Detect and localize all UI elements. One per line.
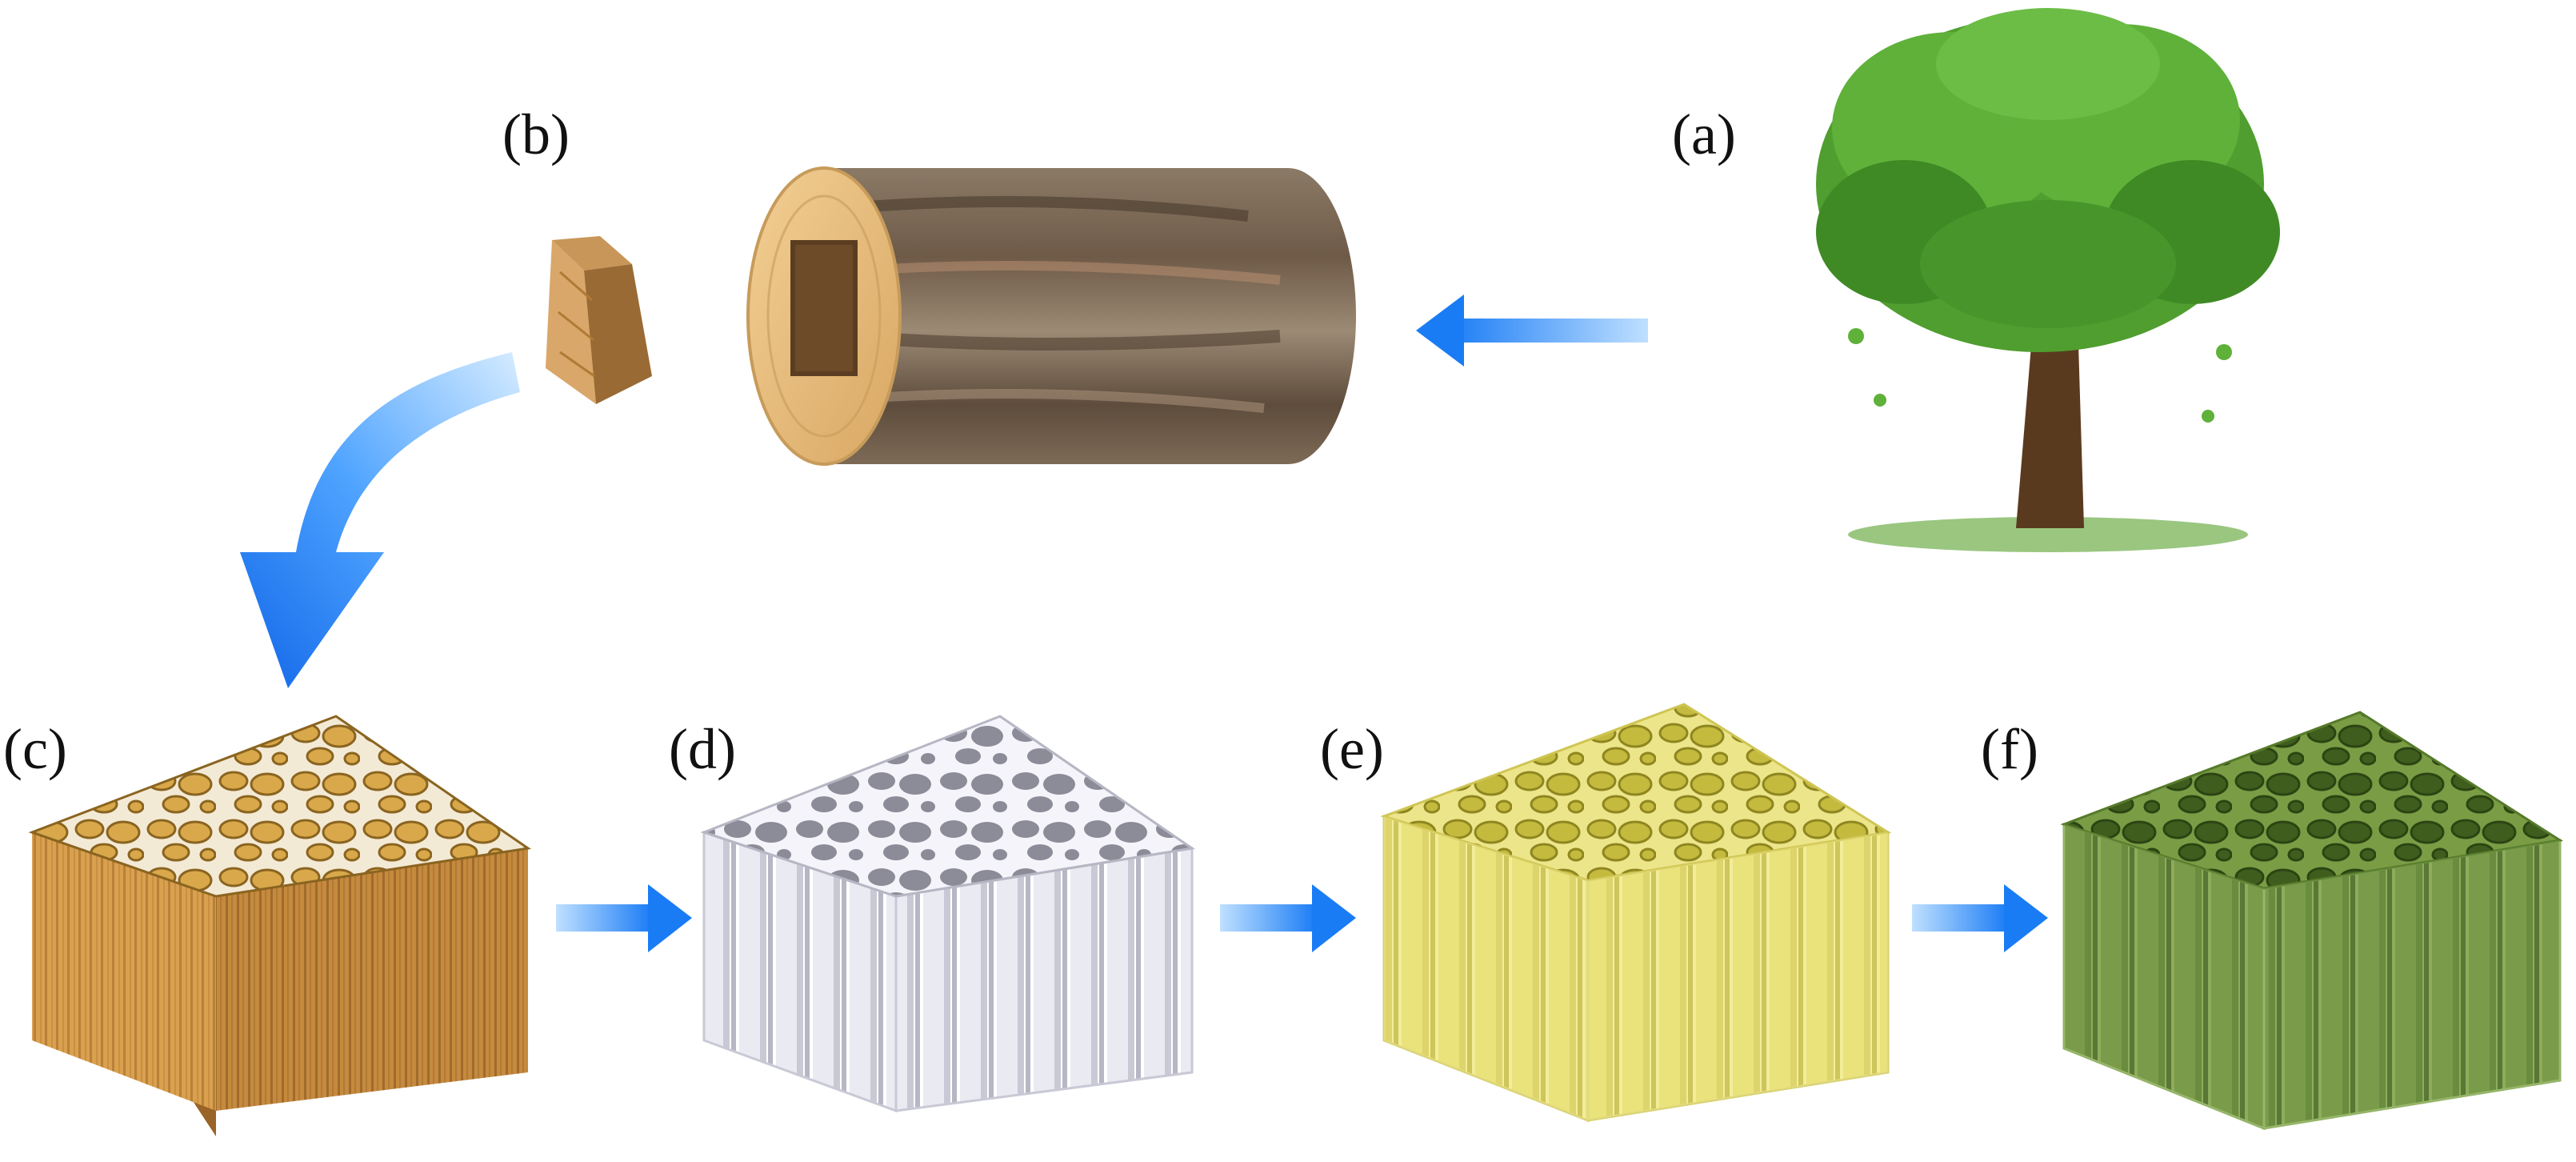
- label-d: (d): [669, 717, 736, 781]
- wood-cube-icon: [546, 236, 652, 404]
- impregnated-block-yellow: [1380, 703, 1892, 1123]
- arrow-icon: [1220, 884, 1356, 952]
- delignified-template-block: [700, 715, 1195, 1113]
- label-e: (e): [1320, 717, 1384, 781]
- final-block-green: [2060, 711, 2564, 1131]
- log-icon: [746, 166, 1356, 466]
- natural-wood-block: [28, 715, 531, 1136]
- arrow-icon: [1416, 295, 1648, 367]
- label-f: (f): [1981, 717, 2038, 781]
- tree-icon: [1816, 8, 2280, 552]
- label-a: (a): [1672, 102, 1736, 166]
- arrow-icon: [1912, 884, 2048, 952]
- label-c: (c): [3, 717, 67, 781]
- arrow-icon: [556, 884, 692, 952]
- curved-arrow-icon: [240, 352, 520, 688]
- label-b: (b): [502, 102, 570, 166]
